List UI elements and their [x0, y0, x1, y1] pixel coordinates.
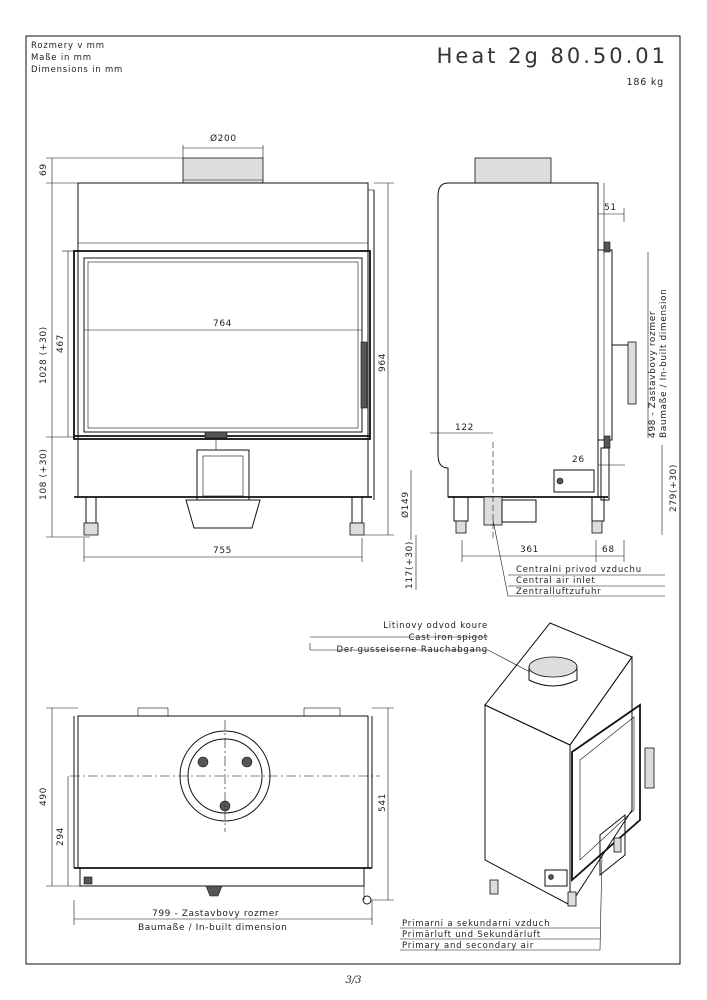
dim-right-height: 964	[378, 353, 388, 372]
glass-panel	[83, 257, 363, 433]
dim-base-height: 108 (+30)	[39, 449, 49, 500]
dim-122: 122	[455, 423, 474, 433]
foot-left	[85, 496, 97, 524]
stove-body-side	[437, 182, 599, 498]
door-handle-side	[627, 341, 637, 405]
iso-view: Litinovy odvod koure Cast iron spigot De…	[309, 621, 655, 951]
air-inlet-label-de: Zentralluftzufuhr	[516, 587, 601, 597]
air-label-de: Primärluft und Sekundärluft	[402, 930, 541, 940]
flue-collar	[182, 157, 264, 184]
iso-door-frame	[571, 703, 641, 882]
dim-279: 279(+30)	[669, 464, 679, 512]
iso-side-face	[484, 704, 571, 906]
door-top	[79, 867, 365, 887]
air-inlet-label-en: Central air inlet	[516, 576, 596, 586]
dim-top-69: 69	[39, 163, 49, 176]
dim-117: 117(+30)	[405, 541, 415, 589]
door-handle	[360, 341, 368, 409]
iso-flue-spigot	[528, 656, 578, 678]
drawing-frame	[25, 35, 681, 965]
air-inlet-duct	[185, 499, 261, 529]
model-title: Heat 2g 80.50.01	[437, 44, 668, 68]
spigot-label-cz: Litinovy odvod koure	[383, 621, 488, 631]
air-inlet-label-cz: Centralni privod vzduchu	[516, 565, 642, 575]
dim-inbuilt-sub: Baumaße / In-built dimension	[659, 289, 669, 438]
top-view: 490 294 541 799 - Zastavbovy rozmer Baum…	[39, 707, 394, 933]
dim-total-height: 1028 (+30)	[39, 326, 49, 384]
iso-handle	[644, 747, 655, 789]
header-block: Rozmery v mm Maße in mm Dimensions in mm…	[31, 41, 668, 88]
weight-label: 186 kg	[627, 77, 664, 88]
dim-149: Ø149	[400, 491, 411, 518]
units-label-de: Maße in mm	[31, 53, 92, 63]
dim-541: 541	[378, 793, 388, 812]
dim-glass-height: 467	[56, 334, 66, 353]
dim-flue-diameter: Ø200	[210, 133, 237, 144]
units-label-cz: Rozmery v mm	[31, 41, 105, 51]
dim-glass-width: 764	[213, 319, 232, 329]
air-label-cz: Primarni a sekundarni vzduch	[402, 919, 550, 929]
spigot-label-en: Cast iron spigot	[409, 633, 488, 643]
air-box	[196, 449, 250, 501]
dim-68: 68	[602, 545, 615, 555]
dim-294: 294	[56, 827, 66, 846]
foot-right	[351, 496, 363, 524]
side-view: 51 122 26 Ø149 117(+30) 361 68 279(+30) …	[400, 157, 679, 597]
spigot-label-de: Der gusseiserne Rauchabgang	[337, 645, 489, 655]
iso-front-face	[569, 655, 633, 907]
front-view: Ø200 69 1028 (+30) 108 (+30) 467 964 764…	[39, 133, 394, 562]
door-side	[597, 249, 613, 441]
dim-26: 26	[572, 455, 585, 465]
dim-total-width: 755	[213, 546, 232, 556]
door-frame	[73, 250, 371, 440]
dim-51: 51	[604, 203, 617, 213]
dim-inbuilt-498: 498 - Zastavbovy rozmer	[648, 311, 658, 438]
dim-361: 361	[520, 545, 539, 555]
units-label-en: Dimensions in mm	[31, 65, 123, 75]
dim-799-sub: Baumaße / In-built dimension	[138, 923, 287, 933]
air-label-en: Primary and secondary air	[402, 941, 534, 951]
dim-799: 799 - Zastavbovy rozmer	[152, 909, 279, 919]
page-number: 3/3	[345, 975, 362, 986]
dim-490: 490	[39, 787, 49, 806]
